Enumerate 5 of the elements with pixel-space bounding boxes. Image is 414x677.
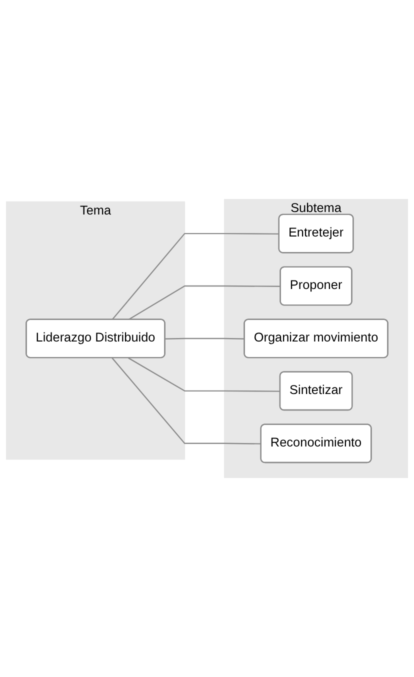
- connector: [112, 232, 280, 320]
- connector: [128, 357, 280, 392]
- connector: [112, 358, 262, 444]
- connector: [128, 285, 281, 320]
- connector: [165, 338, 245, 340]
